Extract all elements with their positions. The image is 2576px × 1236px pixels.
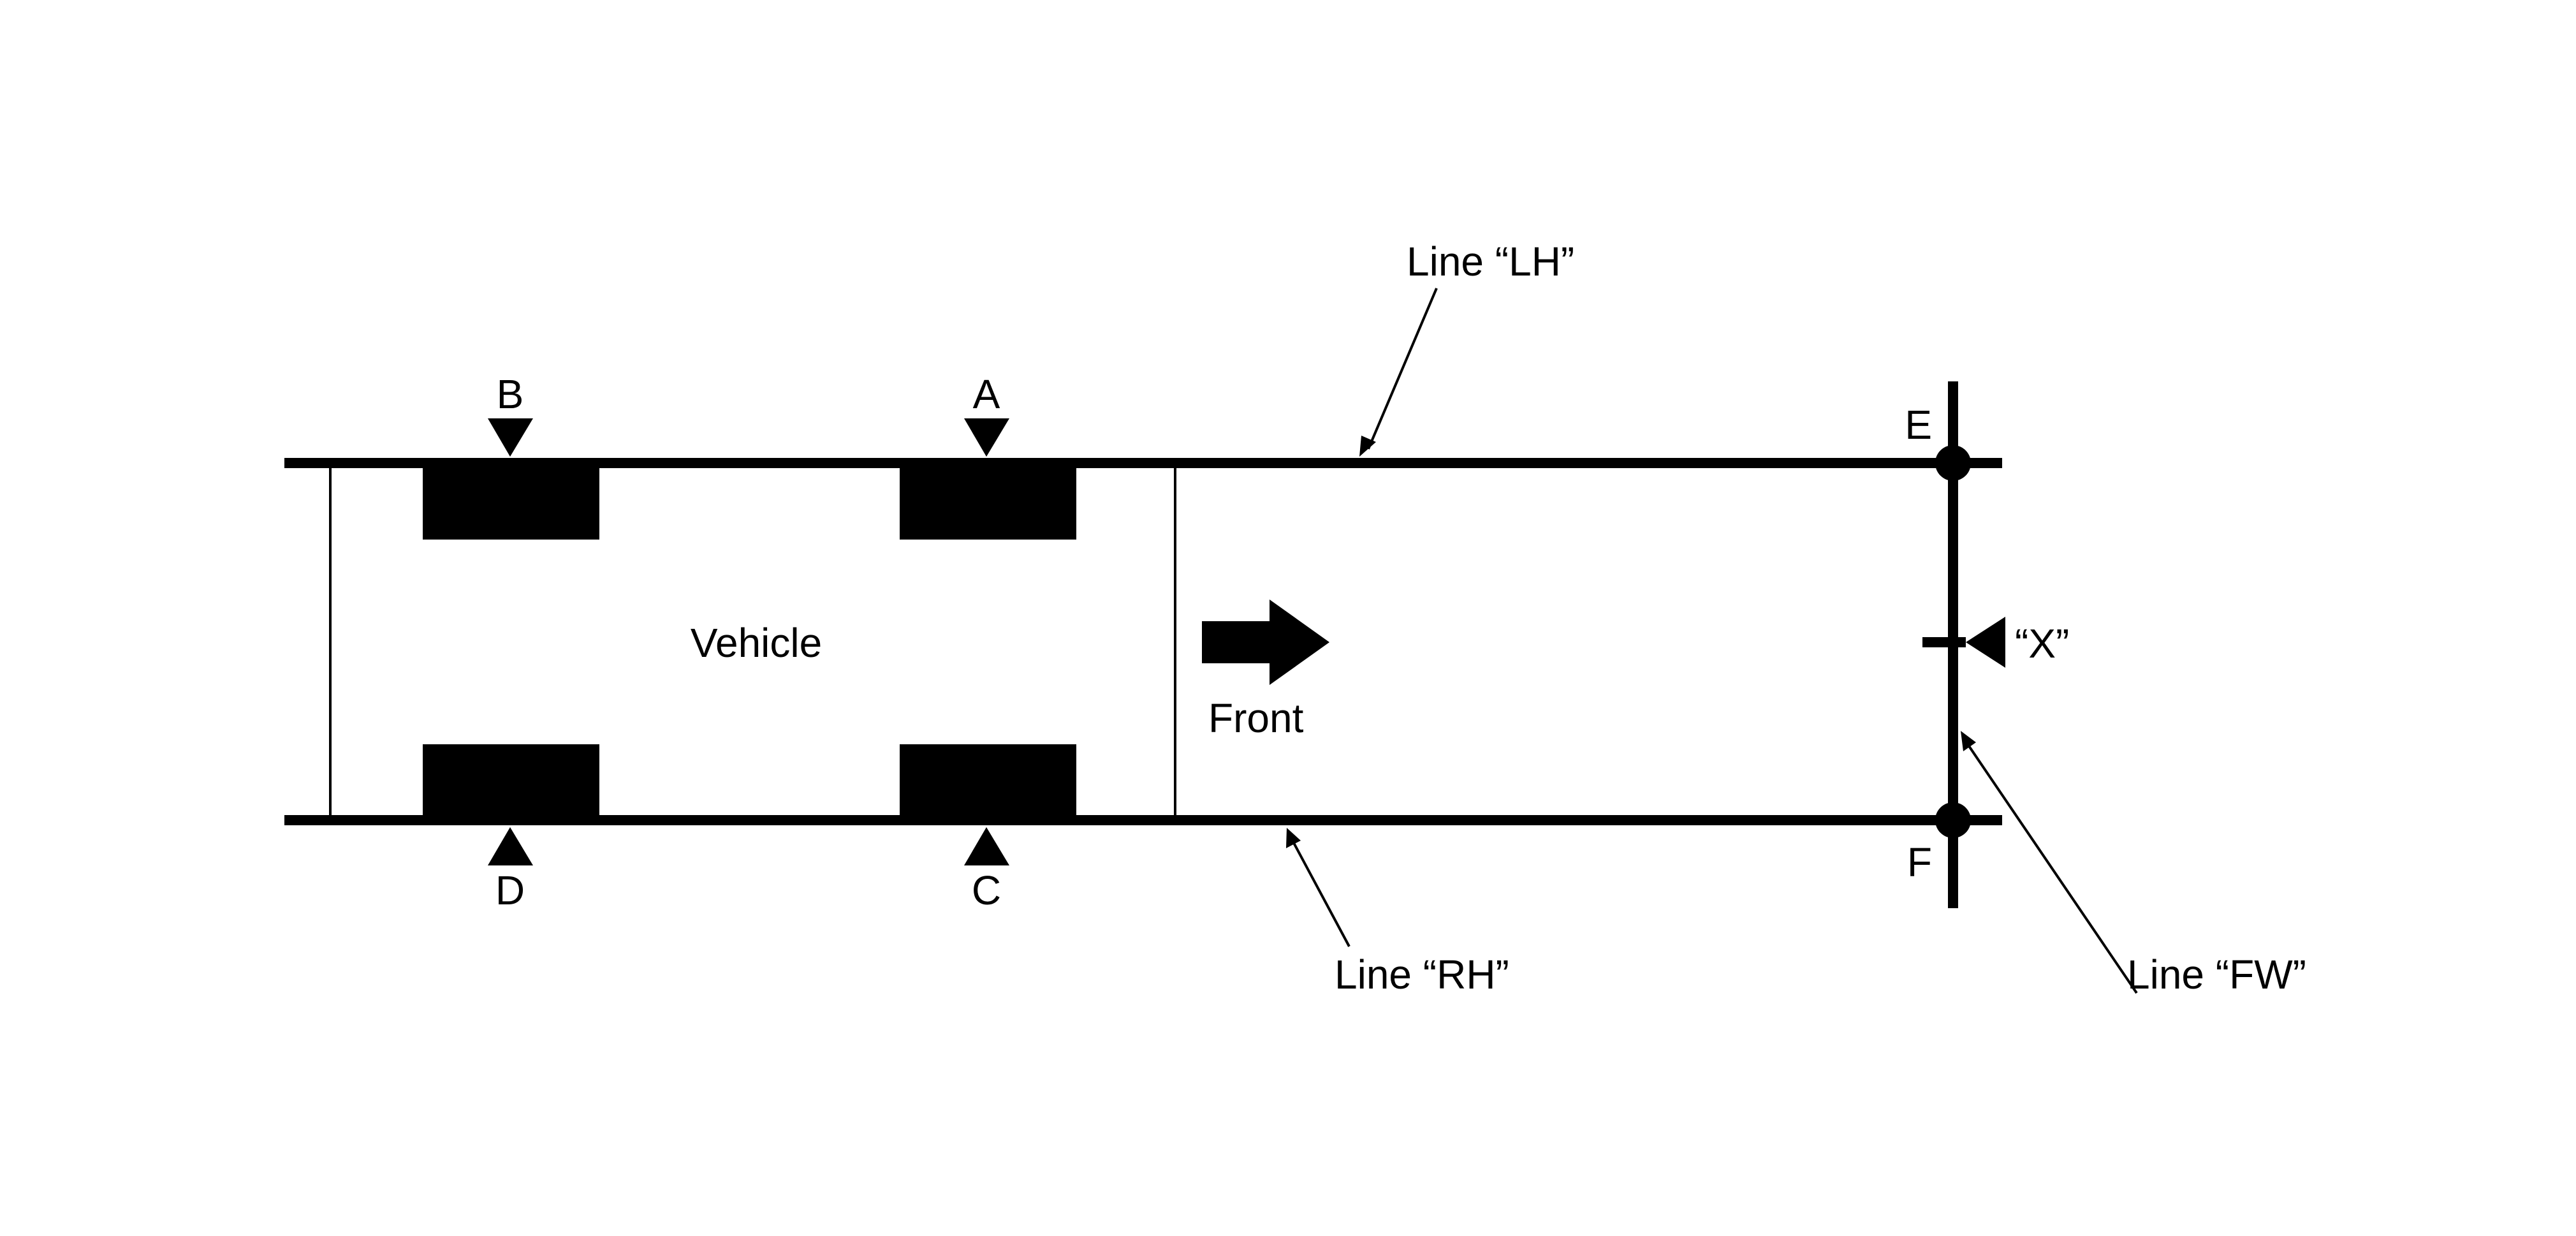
point-e-dot [1935,445,1971,481]
wheel-rear-left [423,466,599,540]
line-rh-label: Line “RH” [1335,952,1509,997]
line-fw-label: Line “FW” [2127,952,2306,997]
leader-line-lh [1367,288,1438,450]
marker-d-triangle [488,827,533,865]
point-b-label: B [497,371,524,417]
point-d-label: D [495,867,525,913]
marker-a-triangle [964,418,1009,457]
leader-line-rh [1291,839,1350,947]
point-f-label: F [1907,839,1932,885]
front-label: Front [1208,695,1304,741]
leader-arrow-rh [1286,828,1301,848]
wheel-front-left [900,466,1076,540]
front-arrow-icon [1202,600,1329,685]
vehicle-label: Vehicle [691,620,822,666]
point-a-label: A [973,371,1000,417]
line-lh-label: Line “LH” [1407,239,1574,284]
leader-arrow-lh [1359,436,1376,457]
point-e-label: E [1905,402,1932,448]
leader-line-fw [1965,741,2138,994]
wheel-front-right [900,744,1076,818]
point-f-dot [1935,802,1971,838]
point-x-label: “X” [2015,621,2069,666]
marker-b-triangle [488,418,533,457]
marker-c-triangle [964,827,1009,865]
point-x-arrow [1966,617,2005,668]
wheel-rear-right [423,744,599,818]
leader-arrow-fw [1961,731,1976,751]
point-c-label: C [972,867,1001,913]
